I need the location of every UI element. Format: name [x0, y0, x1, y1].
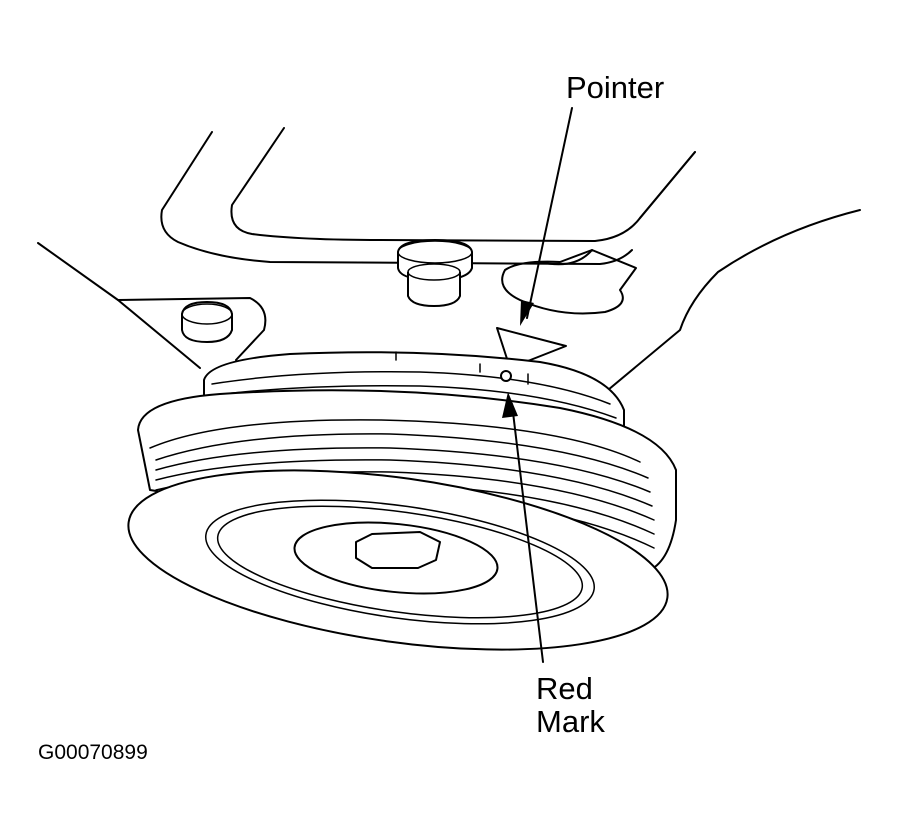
red-mark-label-line2: Mark	[536, 704, 605, 739]
red-mark-label: Red Mark	[536, 672, 605, 738]
figure-id: G00070899	[38, 741, 148, 764]
red-mark-label-line1: Red	[536, 671, 593, 706]
timing-pointer-triangle	[496, 327, 567, 369]
red-mark-notch	[500, 370, 512, 382]
pointer-label: Pointer	[566, 70, 665, 105]
leader-arrows	[502, 107, 573, 663]
pointer-bracket	[501, 249, 637, 315]
bolt-left	[181, 301, 233, 343]
crankshaft-pulley	[127, 389, 677, 651]
red-mark-arrowhead	[502, 392, 518, 418]
bolt-top	[397, 239, 473, 307]
pointer-arrowhead	[520, 300, 534, 326]
pulley-center-bolt	[355, 531, 441, 569]
